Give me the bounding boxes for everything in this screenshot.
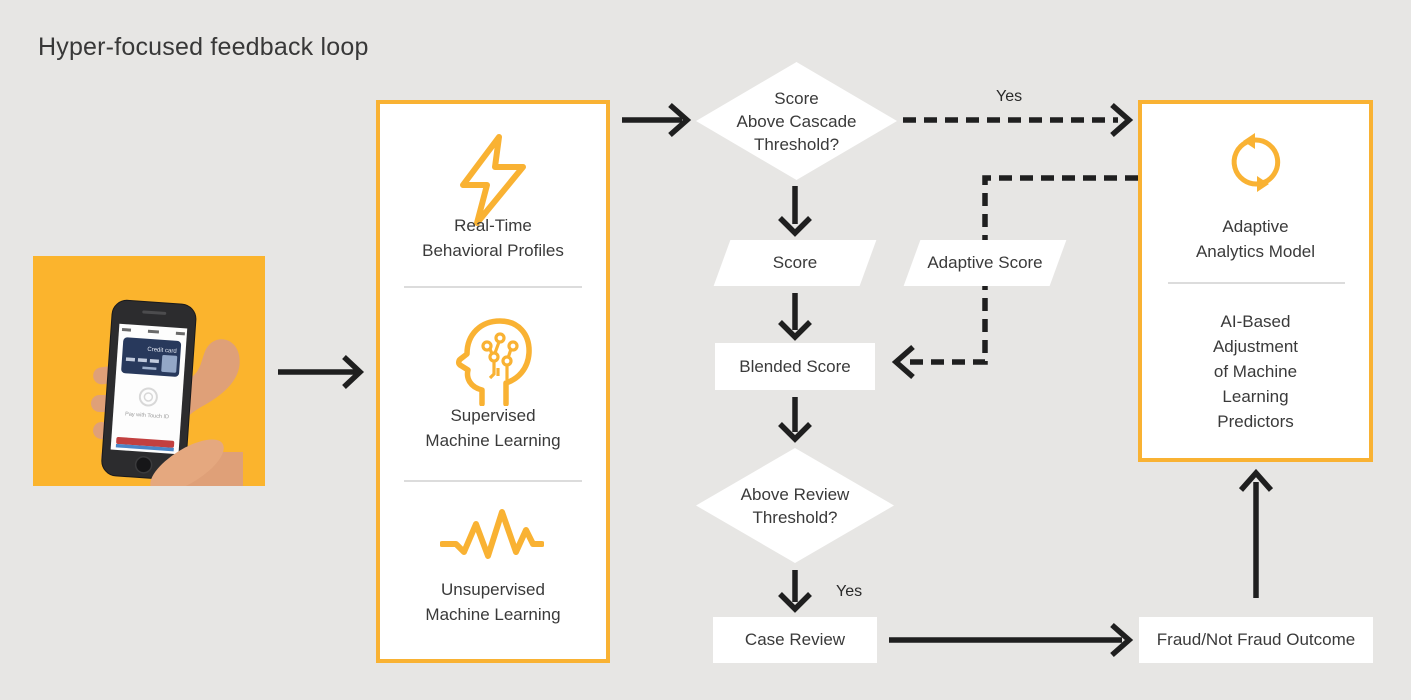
- card-stack-red: [116, 436, 175, 448]
- phone: Credit card Pay with Touch ID: [101, 299, 197, 481]
- cascade-threshold-diamond: Score Above Cascade Threshold?: [696, 62, 897, 180]
- adaptive-score-parallelogram: Adaptive Score: [903, 240, 1067, 286]
- sync-icon: [1231, 133, 1281, 192]
- score-parallelogram: Score: [713, 240, 877, 286]
- fraud-outcome-node: Fraud/Not Fraud Outcome: [1139, 617, 1373, 663]
- waveform-icon: [440, 509, 544, 559]
- inputs-divider-2: [404, 480, 582, 482]
- adaptive-box-divider: [1168, 282, 1345, 284]
- adaptive-box-title: Adaptive Analytics Model: [1195, 217, 1316, 261]
- score-label: Score: [772, 253, 818, 272]
- ml-head-icon: [456, 318, 532, 406]
- card-stack-blue: [115, 443, 174, 452]
- yes-label-review: Yes: [836, 583, 863, 600]
- lightning-icon: [460, 134, 526, 226]
- credit-card: Credit card: [121, 337, 182, 377]
- case-review-node: Case Review: [713, 617, 877, 663]
- payment-photo-tile: Credit card Pay with Touch ID: [33, 256, 265, 493]
- input-label-supervised: Supervised Machine Learning: [425, 406, 561, 450]
- hand-thumb: [150, 439, 224, 493]
- credit-card-label: Credit card: [147, 347, 177, 355]
- adaptive-box-subtitle: AI-Based Adjustment of Machine Learning …: [1212, 312, 1299, 431]
- input-label-realtime: Real-Time Behavioral Profiles: [422, 216, 564, 260]
- adaptive-score-label: Adaptive Score: [927, 253, 1043, 272]
- home-button: [134, 456, 153, 474]
- phone-status-bar: [121, 327, 185, 336]
- adaptive-analytics-box: [1138, 100, 1373, 462]
- page-title: Hyper-focused feedback loop: [38, 33, 369, 61]
- fingerprint-icon: [138, 387, 158, 407]
- hand-phone-illustration: Credit card Pay with Touch ID: [91, 299, 243, 493]
- yes-label-cascade: Yes: [996, 88, 1023, 105]
- blended-score-node: Blended Score: [715, 343, 875, 390]
- inputs-divider-1: [404, 286, 582, 288]
- review-threshold-diamond: Above Review Threshold?: [696, 448, 894, 563]
- ml-inputs-box: [376, 100, 610, 663]
- input-label-unsupervised: Unsupervised Machine Learning: [425, 580, 561, 624]
- hand-palm: [168, 339, 240, 486]
- pay-touch-id-label: Pay with Touch ID: [125, 411, 169, 420]
